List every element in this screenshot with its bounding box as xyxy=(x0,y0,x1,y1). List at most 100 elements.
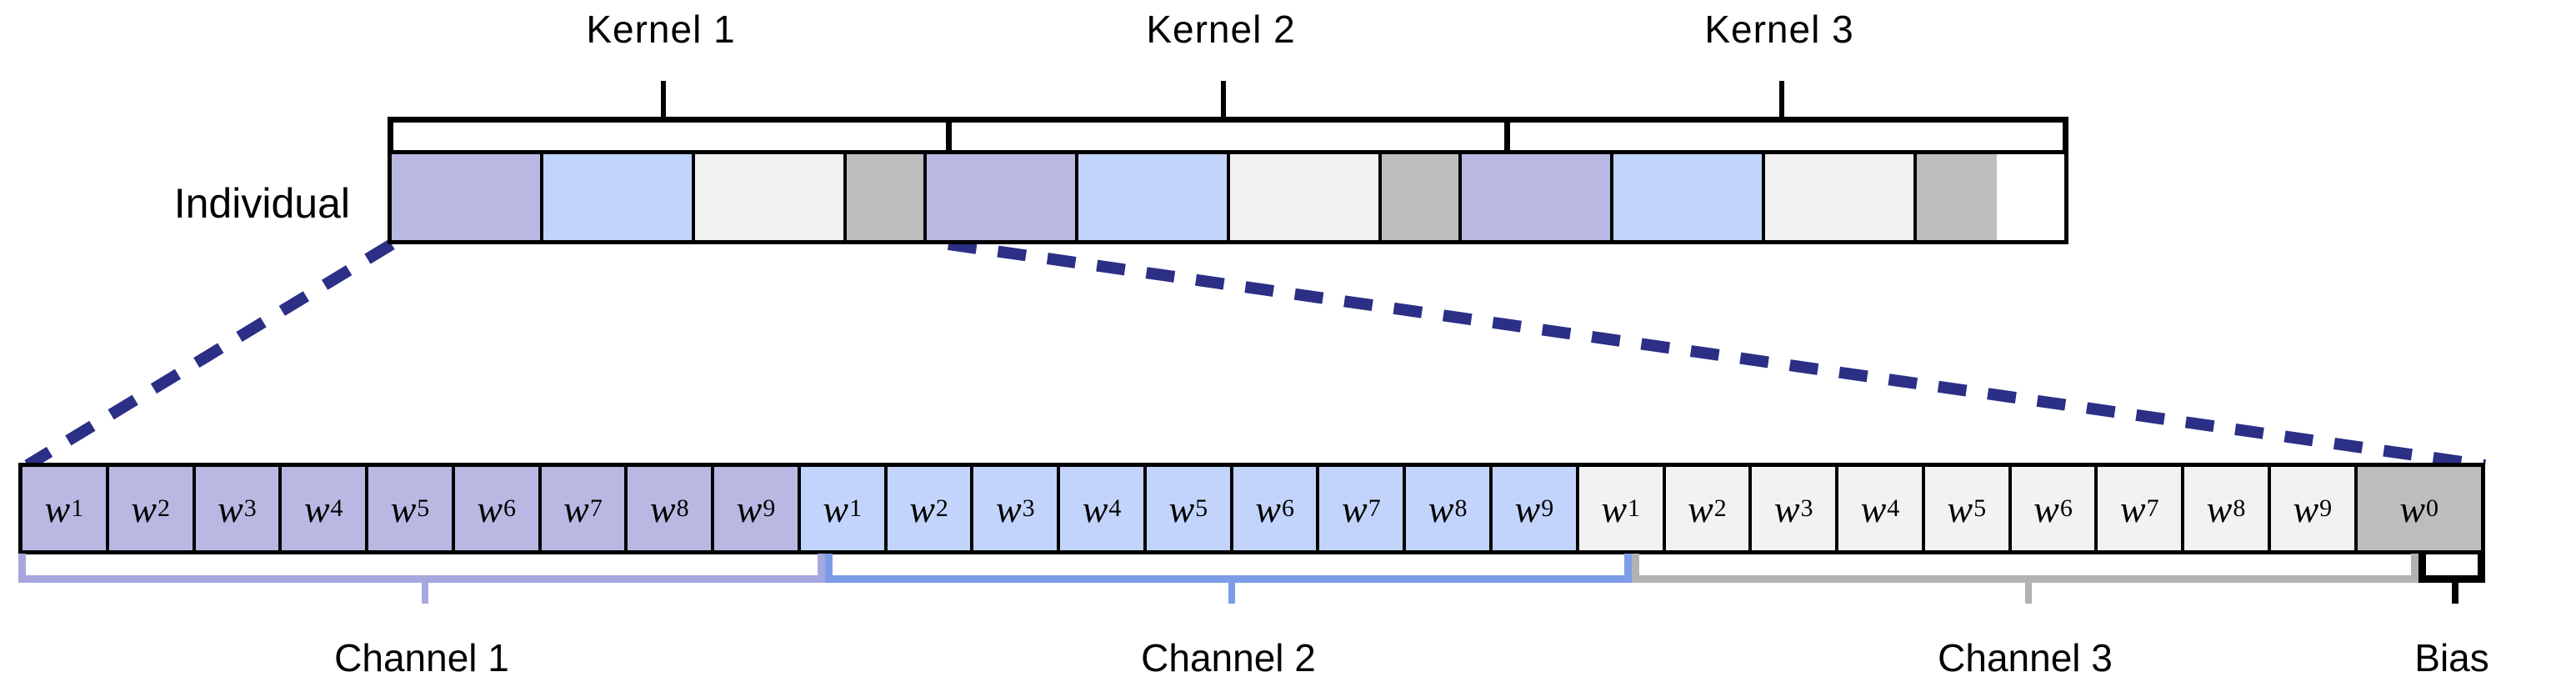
weight-symbol: w xyxy=(1342,487,1368,530)
weight-symbol: w xyxy=(563,487,589,530)
weight-symbol: w xyxy=(2206,487,2233,530)
individual-cell-kernel2-bias xyxy=(1382,154,1462,240)
channel-1-brace-tick xyxy=(422,575,428,604)
weight-subscript: 7 xyxy=(589,494,603,522)
weight-symbol: w xyxy=(2033,487,2059,530)
individual-cell-kernel1-channel3 xyxy=(695,154,847,240)
weight-subscript: 5 xyxy=(417,494,430,522)
kernel-1-label: Kernel 1 xyxy=(586,8,736,51)
channel-3-brace-right-leg xyxy=(2411,554,2418,575)
weight-subscript: 1 xyxy=(849,494,863,522)
individual-cell-kernel3-channel3 xyxy=(1765,154,1917,240)
weight-subscript: 3 xyxy=(243,494,257,522)
weight-symbol: w xyxy=(1860,487,1887,530)
left-expansion-dashed-line xyxy=(24,239,395,470)
channel-2-label: Channel 2 xyxy=(1141,636,1316,679)
weight-symbol: w xyxy=(218,487,243,530)
kernel-brace-left-leg xyxy=(388,117,393,158)
weight-subscript: 3 xyxy=(1022,494,1035,522)
weight-symbol: w xyxy=(131,487,157,530)
weight-subscript: 1 xyxy=(1628,494,1640,522)
weight-subscript: 2 xyxy=(1713,494,1727,522)
weight-subscript: 9 xyxy=(2319,494,2333,522)
weight-symbol: w xyxy=(909,487,935,530)
weight-symbol: w xyxy=(303,487,330,530)
channel-2-brace-right-leg xyxy=(1624,554,1632,575)
weight-subscript: 0 xyxy=(2426,494,2439,522)
weight-symbol: w xyxy=(477,487,503,530)
weight-symbol: w xyxy=(1428,487,1454,530)
bias-label: Bias xyxy=(2414,636,2489,679)
weight-subscript: 5 xyxy=(1195,494,1208,522)
weight-symbol: w xyxy=(1688,487,1713,530)
weight-symbol: w xyxy=(1168,487,1195,530)
weight-subscript: 3 xyxy=(1800,494,1813,522)
weight-symbol: w xyxy=(2293,487,2319,530)
individual-cell-kernel1-bias xyxy=(847,154,927,240)
individual-cell-kernel2-channel2 xyxy=(1078,154,1230,240)
kernel-brace-tick-1 xyxy=(661,81,666,119)
weight-symbol: w xyxy=(1082,487,1108,530)
weight-subscript: 4 xyxy=(330,494,343,522)
weight-symbol: w xyxy=(736,487,763,530)
kernel-2-label: Kernel 2 xyxy=(1146,8,1296,51)
weight-subscript: 9 xyxy=(1541,494,1554,522)
weight-subscript: 1 xyxy=(71,494,84,522)
channel-1-brace-right-leg xyxy=(818,554,825,575)
kernel-3-label: Kernel 3 xyxy=(1704,8,1854,51)
weight-symbol: w xyxy=(1514,487,1541,530)
weight-symbol: w xyxy=(823,487,849,530)
individual-cell-kernel3-channel2 xyxy=(1613,154,1765,240)
individual-cell-kernel3-channel1 xyxy=(1462,154,1613,240)
weight-subscript: 9 xyxy=(763,494,776,522)
channel-2-brace-left-leg xyxy=(825,554,833,575)
weight-subscript: 6 xyxy=(503,494,517,522)
weight-subscript: 8 xyxy=(1454,494,1468,522)
weight-subscript: 4 xyxy=(1108,494,1122,522)
weight-symbol: w xyxy=(1947,487,1973,530)
individual-cell-kernel2-channel1 xyxy=(927,154,1078,240)
kernel-brace-tick-3 xyxy=(1779,81,1784,119)
kernel-brace-rule xyxy=(388,117,2068,123)
bias-brace-left-leg xyxy=(2418,554,2426,575)
weight-symbol: w xyxy=(2399,487,2426,530)
weight-subscript: 7 xyxy=(2146,494,2159,522)
weight-symbol: w xyxy=(649,487,676,530)
individual-cell-kernel3-bias xyxy=(1917,154,1997,240)
kernel-brace-right-leg xyxy=(2063,117,2068,158)
right-expansion-dashed-line xyxy=(948,238,2486,471)
weight-subscript: 7 xyxy=(1368,494,1381,522)
channel-1-brace-left-leg xyxy=(18,554,26,575)
individual-cell-kernel1-channel2 xyxy=(543,154,695,240)
weight-subscript: 8 xyxy=(676,494,689,522)
weight-subscript: 2 xyxy=(157,494,170,522)
individual-bar xyxy=(388,150,2068,244)
kernel-brace-tick-2 xyxy=(1221,81,1226,119)
weight-symbol: w xyxy=(995,487,1022,530)
individual-label: Individual xyxy=(173,180,350,227)
weight-symbol: w xyxy=(1601,487,1627,530)
bias-brace-tick xyxy=(2452,575,2458,604)
